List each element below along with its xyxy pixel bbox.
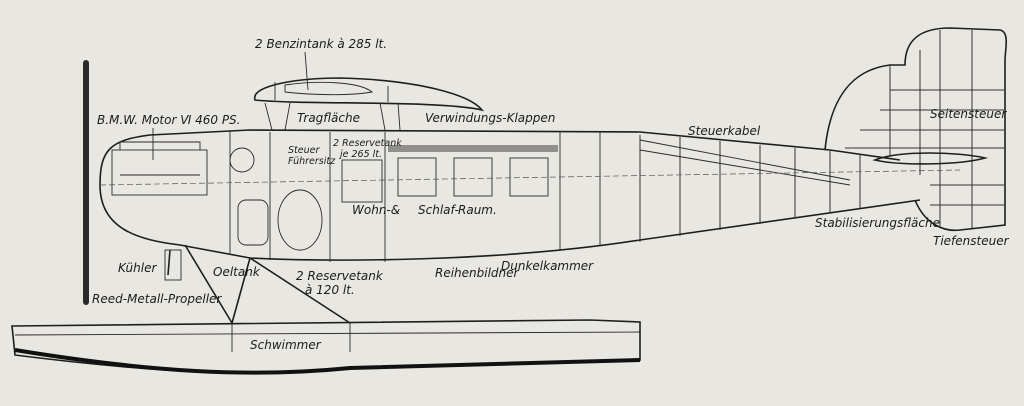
label-living-1: Wohn-& [352, 203, 400, 217]
label-reserve-tank-lower: 2 Reservetank [296, 269, 384, 283]
fuselage [99, 129, 961, 262]
label-rudder: Seitensteuer [930, 107, 1007, 121]
label-propeller: Reed-Metall-Propeller [92, 292, 222, 306]
propeller [83, 60, 89, 305]
label-living-3: Raum. [458, 203, 497, 217]
float-and-struts [11, 244, 641, 375]
wing-profile [254, 77, 485, 131]
label-reserve-tank-upper: 2 Reservetank [333, 138, 402, 149]
label-elevator: Tiefensteuer [933, 234, 1010, 248]
label-fuel-tank: 2 Benzintank à 285 lt. [255, 37, 387, 51]
label-reserve-tank-upper-capacity: je 265 lt. [338, 149, 382, 160]
label-darkroom: Dunkelkammer [501, 259, 594, 273]
label-reserve-tank-lower-capacity: à 120 lt. [305, 283, 355, 297]
label-camera: Reihenbildner [435, 266, 520, 280]
label-radiator: Kühler [118, 261, 157, 275]
label-stabilizer: Stabilisierungsfläche [815, 216, 940, 230]
label-control-cable: Steuerkabel [688, 124, 761, 138]
label-ailerons: Verwindungs-Klappen [425, 111, 555, 125]
label-wing: Tragfläche [297, 111, 360, 125]
label-oil-tank: Oeltank [213, 265, 261, 279]
label-pilot-seat: Führersitz [288, 156, 336, 167]
label-living-2: Schlaf- [418, 203, 459, 217]
label-float: Schwimmer [250, 338, 322, 352]
tail-surfaces [824, 27, 1008, 232]
label-controls: Steuer [288, 145, 320, 156]
label-engine: B.M.W. Motor Ⅵ 460 PS. [97, 113, 241, 127]
